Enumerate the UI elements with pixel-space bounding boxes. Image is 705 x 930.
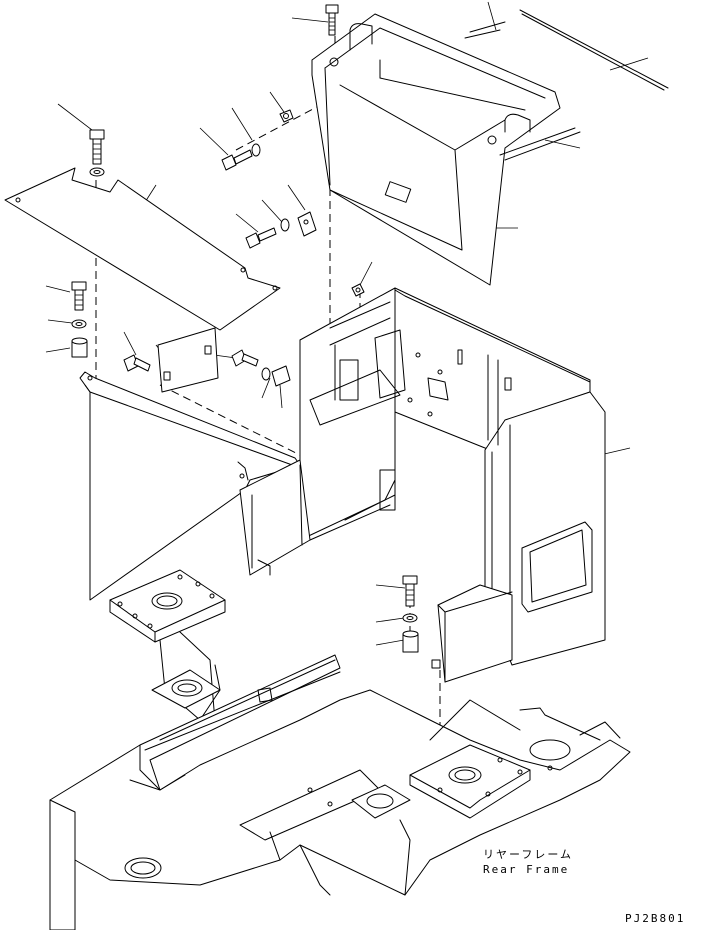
floor-plate	[4, 167, 281, 331]
drawing-code: PJ2B801	[625, 912, 686, 925]
rear-frame-label-en: Rear Frame	[483, 863, 570, 876]
plate-bolt	[89, 129, 105, 177]
main-frame	[239, 287, 606, 666]
left-pedestal	[109, 569, 226, 723]
right-stack	[402, 575, 419, 653]
side-panels-top	[464, 9, 669, 161]
small-cover-box	[431, 584, 513, 683]
left-stack	[71, 281, 88, 358]
rear-frame-label-jp: リヤーフレーム	[483, 848, 574, 861]
rear-frame	[49, 654, 631, 930]
bracket-plate	[123, 327, 291, 393]
top-cover	[311, 13, 561, 286]
top-bolt	[325, 4, 339, 36]
fasteners-cluster	[221, 109, 365, 297]
